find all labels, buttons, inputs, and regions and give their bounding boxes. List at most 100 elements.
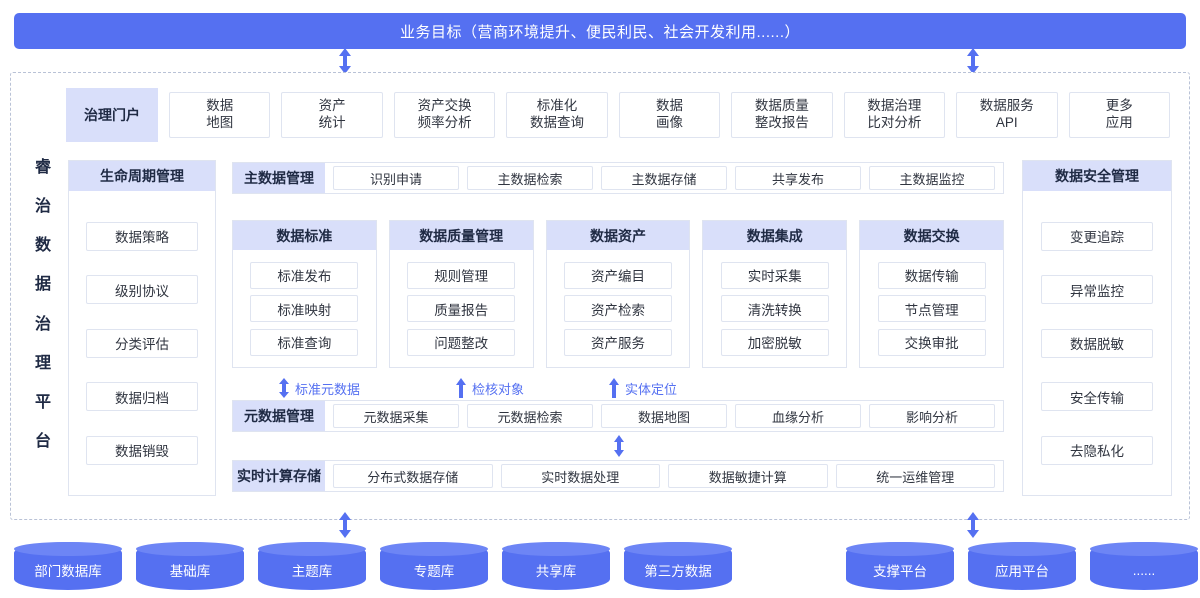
metadata-item-search[interactable]: 元数据检索 bbox=[467, 404, 593, 428]
cylinder-thematic-db[interactable]: 专题库 bbox=[380, 542, 488, 590]
annotation-check-object: 检核对象 bbox=[455, 378, 524, 398]
vtitle-char: 平 bbox=[34, 393, 51, 411]
security-item-deprivacy[interactable]: 去隐私化 bbox=[1041, 435, 1153, 465]
capability-head-label: 数据资产 bbox=[546, 221, 690, 250]
capability-column-data-integration: 数据集成 实时采集 清洗转换 加密脱敏 bbox=[702, 220, 848, 368]
annotation-label: 实体定位 bbox=[625, 381, 678, 397]
capability-item-standard-publish[interactable]: 标准发布 bbox=[250, 261, 359, 289]
master-data-item-identify-apply[interactable]: 识别申请 bbox=[333, 166, 459, 190]
lifecycle-item-sla[interactable]: 级别协议 bbox=[86, 275, 198, 304]
vtitle-char: 理 bbox=[34, 354, 51, 372]
portal-item-more-apps[interactable]: 更多 应用 bbox=[1068, 92, 1170, 138]
portal-item-asset-stats[interactable]: 资产 统计 bbox=[281, 92, 383, 138]
capability-item-node-management[interactable]: 节点管理 bbox=[877, 295, 986, 322]
vtitle-char: 治 bbox=[34, 315, 51, 333]
security-items: 变更追踪 异常监控 数据脱敏 安全传输 去隐私化 bbox=[1023, 191, 1171, 495]
annotation-entity-locate: 实体定位 bbox=[608, 378, 677, 398]
metadata-band: 元数据管理 元数据采集 元数据检索 数据地图 血缘分析 影响分析 bbox=[232, 400, 1004, 432]
cylinder-third-party-data[interactable]: 第三方数据 bbox=[624, 542, 732, 590]
capability-item-standard-mapping[interactable]: 标准映射 bbox=[250, 295, 359, 322]
portal-item-line2: 整改报告 bbox=[754, 115, 809, 130]
portal-item-data-profile[interactable]: 数据 画像 bbox=[618, 92, 721, 138]
security-panel: 数据安全管理 变更追踪 异常监控 数据脱敏 安全传输 去隐私化 bbox=[1022, 160, 1172, 496]
capability-item-rule-management[interactable]: 规则管理 bbox=[407, 261, 516, 289]
capability-column-data-asset: 数据资产 资产编目 资产检索 资产服务 bbox=[545, 220, 691, 368]
portal-item-data-service-api[interactable]: 数据服务 API bbox=[956, 92, 1058, 138]
vtitle-char: 台 bbox=[34, 432, 51, 450]
lifecycle-item-data-strategy[interactable]: 数据策略 bbox=[86, 221, 198, 251]
security-item-change-tracking[interactable]: 变更追踪 bbox=[1041, 221, 1153, 251]
vtitle-char: 数 bbox=[34, 237, 51, 255]
capability-item-realtime-collect[interactable]: 实时采集 bbox=[720, 261, 829, 289]
capability-items: 资产编目 资产检索 资产服务 bbox=[547, 250, 690, 367]
capability-item-exchange-approval[interactable]: 交换审批 bbox=[877, 328, 986, 356]
cylinder-shared-db[interactable]: 共享库 bbox=[502, 542, 610, 590]
capability-item-asset-service[interactable]: 资产服务 bbox=[563, 328, 672, 356]
capability-head-label: 数据标准 bbox=[233, 221, 376, 250]
master-data-item-search[interactable]: 主数据检索 bbox=[467, 166, 593, 190]
cylinder-base-db[interactable]: 基础库 bbox=[136, 542, 244, 590]
cylinder-subject-db[interactable]: 主题库 bbox=[258, 542, 366, 590]
portal-item-line2: 地图 bbox=[206, 115, 234, 130]
portal-item-line1: 标准化 bbox=[536, 98, 578, 114]
cylinder-label: 第三方数据 bbox=[644, 564, 712, 579]
portal-item-quality-report[interactable]: 数据质量 整改报告 bbox=[731, 92, 833, 138]
capability-columns: 数据标准 标准发布 标准映射 标准查询 数据质量管理 规则管理 质量报告 问题整… bbox=[232, 220, 1004, 368]
security-item-masking[interactable]: 数据脱敏 bbox=[1041, 328, 1153, 358]
cylinder-support-platform[interactable]: 支撑平台 bbox=[846, 542, 954, 590]
data-sources-right: 支撑平台 应用平台 ...... bbox=[846, 542, 1198, 590]
business-goal-text: 业务目标（营商环境提升、便民利民、社会开发利用......） bbox=[399, 23, 800, 41]
portal-item-data-map[interactable]: 数据 地图 bbox=[169, 92, 271, 138]
portal-item-standard-query[interactable]: 标准化 数据查询 bbox=[506, 92, 608, 138]
portal-item-line2: 应用 bbox=[1105, 115, 1133, 130]
realtime-item-unified-ops[interactable]: 统一运维管理 bbox=[835, 464, 995, 488]
security-head-label: 数据安全管理 bbox=[1023, 161, 1171, 191]
capability-column-data-quality: 数据质量管理 规则管理 质量报告 问题整改 bbox=[388, 220, 534, 368]
capability-item-encrypt-mask[interactable]: 加密脱敏 bbox=[720, 328, 829, 356]
realtime-item-agile-compute[interactable]: 数据敏捷计算 bbox=[668, 464, 828, 488]
metadata-item-collect[interactable]: 元数据采集 bbox=[333, 404, 459, 428]
security-item-secure-transfer[interactable]: 安全传输 bbox=[1041, 382, 1153, 411]
metadata-item-data-map[interactable]: 数据地图 bbox=[601, 404, 727, 428]
capability-head-label: 数据集成 bbox=[703, 221, 847, 250]
cylinder-more[interactable]: ...... bbox=[1090, 542, 1198, 590]
capability-item-asset-search[interactable]: 资产检索 bbox=[563, 295, 672, 322]
metadata-item-impact[interactable]: 影响分析 bbox=[869, 404, 995, 428]
realtime-item-distributed-storage[interactable]: 分布式数据存储 bbox=[333, 464, 493, 488]
master-data-item-share-publish[interactable]: 共享发布 bbox=[735, 166, 861, 190]
cylinder-label: 基础库 bbox=[169, 564, 211, 579]
annotation-standard-metadata: 标准元数据 bbox=[278, 378, 360, 398]
business-goal-banner: 业务目标（营商环境提升、便民利民、社会开发利用......） bbox=[14, 13, 1186, 49]
capability-item-clean-transform[interactable]: 清洗转换 bbox=[720, 295, 829, 322]
capability-item-issue-remediation[interactable]: 问题整改 bbox=[407, 328, 516, 356]
portal-item-governance-compare[interactable]: 数据治理 比对分析 bbox=[843, 92, 946, 138]
master-data-item-monitor[interactable]: 主数据监控 bbox=[869, 166, 995, 190]
vtitle-char: 治 bbox=[34, 198, 51, 216]
capability-item-data-transfer[interactable]: 数据传输 bbox=[877, 261, 986, 289]
lifecycle-item-destroy[interactable]: 数据销毁 bbox=[86, 435, 198, 465]
portal-item-line2: 画像 bbox=[655, 115, 683, 130]
cylinder-application-platform[interactable]: 应用平台 bbox=[968, 542, 1076, 590]
capability-head-label: 数据交换 bbox=[860, 221, 1003, 250]
portal-item-line2: 统计 bbox=[318, 115, 346, 130]
lifecycle-item-classification[interactable]: 分类评估 bbox=[86, 328, 198, 358]
cylinder-label: 共享库 bbox=[535, 564, 577, 579]
lifecycle-item-archive[interactable]: 数据归档 bbox=[86, 382, 198, 411]
up-arrow-icon bbox=[456, 378, 466, 398]
capability-item-standard-query[interactable]: 标准查询 bbox=[250, 328, 359, 356]
realtime-item-stream-processing[interactable]: 实时数据处理 bbox=[500, 464, 660, 488]
portal-item-line1: 数据 bbox=[655, 98, 683, 114]
metadata-item-lineage[interactable]: 血缘分析 bbox=[735, 404, 861, 428]
capability-item-asset-catalog[interactable]: 资产编目 bbox=[563, 261, 672, 289]
cylinder-department-db[interactable]: 部门数据库 bbox=[14, 542, 122, 590]
master-data-item-storage[interactable]: 主数据存储 bbox=[601, 166, 727, 190]
lifecycle-panel: 生命周期管理 数据策略 级别协议 分类评估 数据归档 数据销毁 bbox=[68, 160, 216, 496]
portal-item-exchange-frequency[interactable]: 资产交换 频率分析 bbox=[393, 92, 496, 138]
data-sources-left: 部门数据库 基础库 主题库 专题库 共享库 第三方数据 bbox=[14, 542, 732, 590]
security-item-anomaly-monitor[interactable]: 异常监控 bbox=[1041, 275, 1153, 304]
double-arrow-icon-bottom-right bbox=[965, 512, 981, 538]
portal-item-line1: 数据服务 bbox=[979, 98, 1034, 114]
capability-item-quality-report[interactable]: 质量报告 bbox=[407, 295, 516, 322]
double-arrow-icon-banner-left bbox=[337, 48, 353, 74]
portal-items: 数据 地图 资产 统计 资产交换 频率分析 标准化 数据查询 数据 画像 数据质… bbox=[158, 88, 1170, 142]
